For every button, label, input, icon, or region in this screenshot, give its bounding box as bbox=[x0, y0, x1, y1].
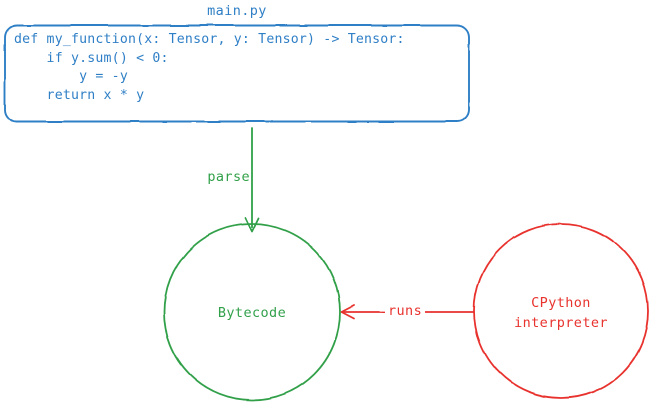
code-box-outline bbox=[4, 24, 470, 123]
cpython-node-label: CPython interpreter bbox=[514, 295, 608, 331]
cpython-circle bbox=[473, 223, 649, 399]
bytecode-node-label: Bytecode bbox=[217, 305, 287, 321]
parse-arrow bbox=[244, 127, 260, 233]
runs-edge-label: runs bbox=[385, 303, 426, 319]
bytecode-circle bbox=[163, 223, 341, 401]
parse-edge-label: parse bbox=[207, 169, 250, 185]
code-box-content: def my_function(x: Tensor, y: Tensor) ->… bbox=[14, 32, 405, 103]
code-box-title: main.py bbox=[207, 3, 267, 19]
